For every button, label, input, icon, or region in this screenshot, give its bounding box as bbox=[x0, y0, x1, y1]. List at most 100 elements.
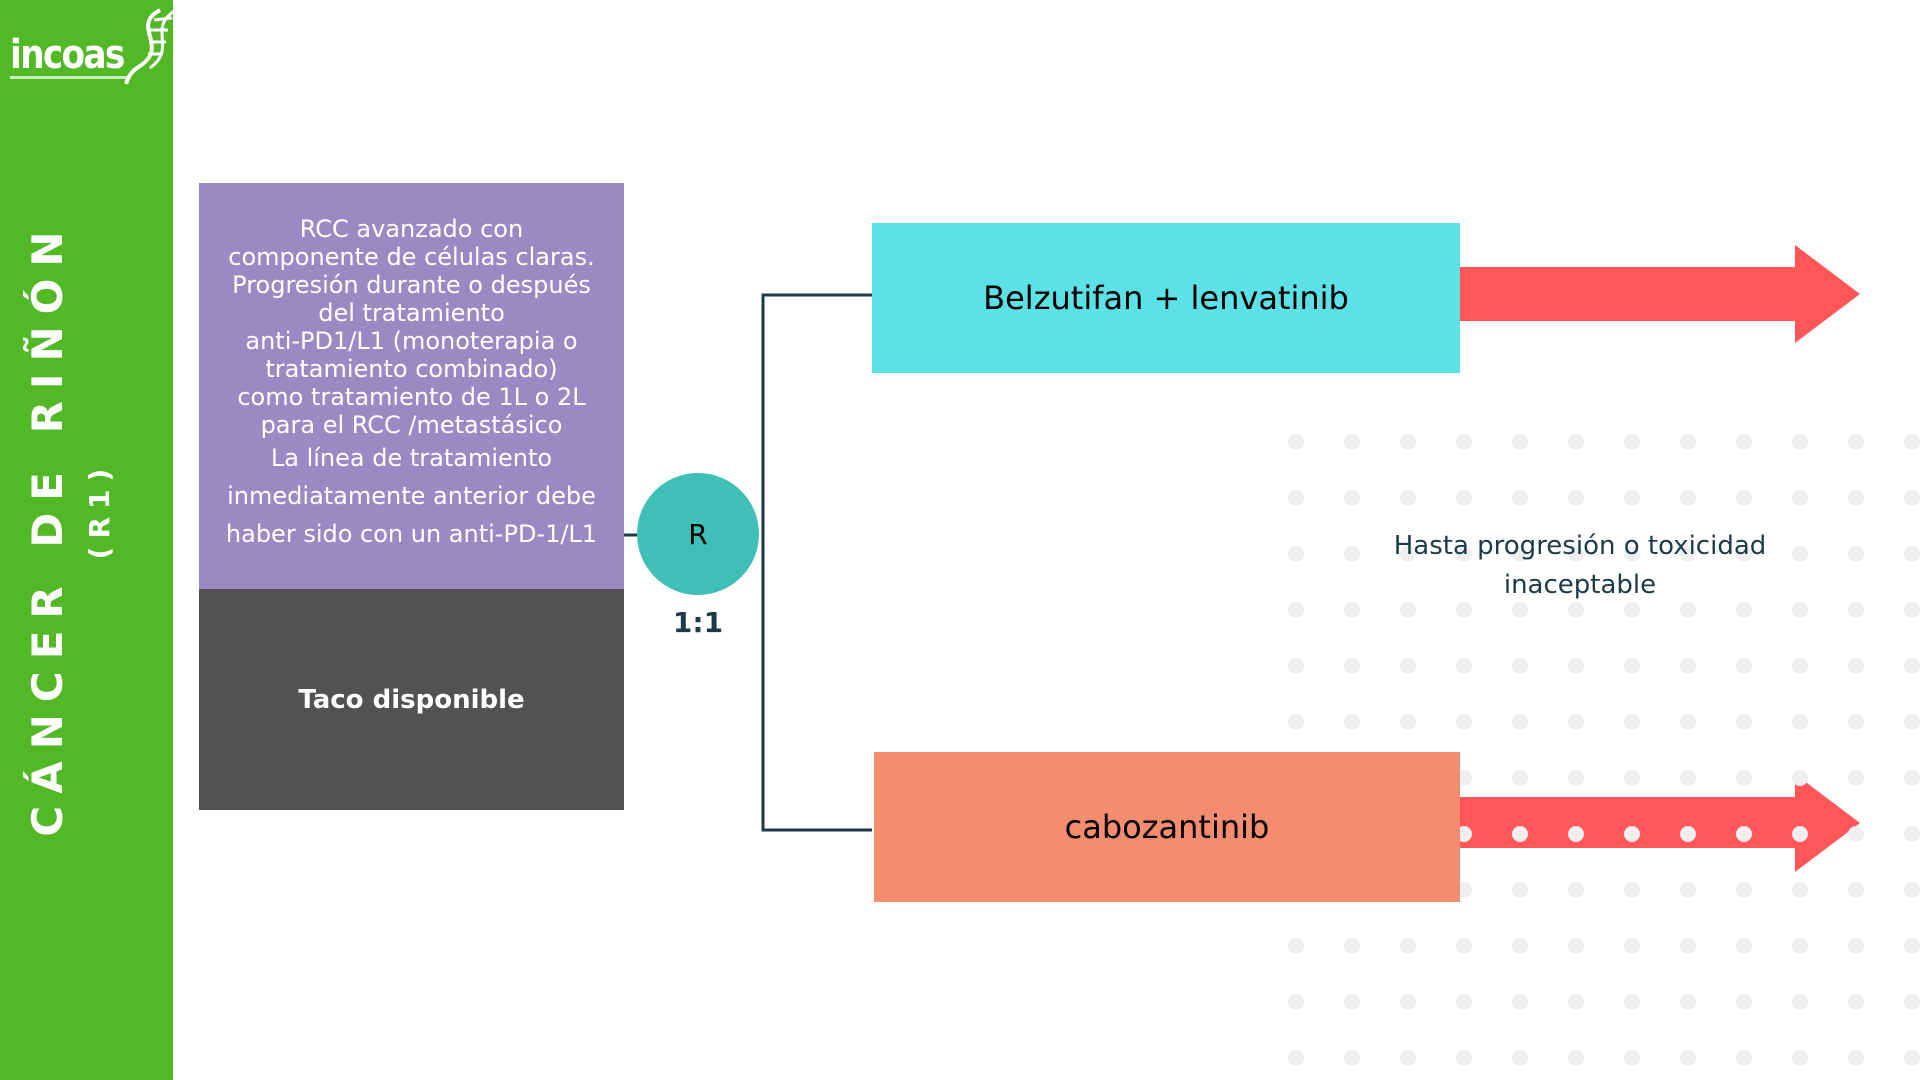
decorative-dot bbox=[1904, 714, 1920, 730]
decorative-dot bbox=[1344, 658, 1360, 674]
decorative-dot bbox=[1568, 770, 1584, 786]
decorative-dot bbox=[1792, 826, 1808, 842]
decorative-dot bbox=[1400, 658, 1416, 674]
decorative-dot bbox=[1680, 1050, 1696, 1066]
population-criteria-line: RCC avanzado con bbox=[299, 215, 524, 243]
population-criteria-line: Progresión durante o después bbox=[232, 271, 591, 299]
decorative-dot bbox=[1680, 714, 1696, 730]
decorative-dot bbox=[1624, 658, 1640, 674]
decorative-dot bbox=[1456, 490, 1472, 506]
decorative-dot bbox=[1400, 546, 1416, 562]
connector-branch bbox=[761, 293, 872, 832]
decorative-dot bbox=[1904, 938, 1920, 954]
decorative-dot bbox=[1288, 546, 1304, 562]
decorative-dot bbox=[1568, 826, 1584, 842]
decorative-dot bbox=[1344, 546, 1360, 562]
decorative-dot bbox=[1624, 938, 1640, 954]
decorative-dot bbox=[1512, 994, 1528, 1010]
decorative-dot bbox=[1288, 658, 1304, 674]
logo-tagline-bar bbox=[10, 76, 128, 79]
decorative-dot bbox=[1792, 490, 1808, 506]
decorative-dot bbox=[1792, 1050, 1808, 1066]
decorative-dot bbox=[1456, 882, 1472, 898]
decorative-dot bbox=[1624, 490, 1640, 506]
decorative-dot bbox=[1512, 770, 1528, 786]
decorative-dot bbox=[1568, 994, 1584, 1010]
sidebar: incoas CÁNCER DE RIÑÓN (R1) bbox=[0, 0, 177, 1080]
decorative-dot bbox=[1624, 770, 1640, 786]
decorative-dot bbox=[1400, 602, 1416, 618]
decorative-dot bbox=[1792, 714, 1808, 730]
population-criteria-line: anti-PD1/L1 (monoterapia o bbox=[245, 327, 578, 355]
decorative-dot bbox=[1792, 658, 1808, 674]
decorative-dot bbox=[1624, 602, 1640, 618]
decorative-dot bbox=[1904, 1050, 1920, 1066]
decorative-dot bbox=[1512, 826, 1528, 842]
decorative-dot bbox=[1568, 714, 1584, 730]
decorative-dot bbox=[1624, 434, 1640, 450]
decorative-dot bbox=[1904, 994, 1920, 1010]
arm-b-label: cabozantinib bbox=[1064, 808, 1270, 846]
decorative-dot bbox=[1512, 658, 1528, 674]
decorative-dot bbox=[1792, 882, 1808, 898]
decorative-dot bbox=[1456, 602, 1472, 618]
decorative-dot bbox=[1624, 882, 1640, 898]
decorative-dot bbox=[1288, 938, 1304, 954]
decorative-dot bbox=[1736, 658, 1752, 674]
arm-a-label: Belzutifan + lenvatinib bbox=[983, 279, 1349, 317]
decorative-dot bbox=[1512, 882, 1528, 898]
decorative-dot bbox=[1680, 826, 1696, 842]
decorative-dot bbox=[1344, 938, 1360, 954]
decorative-dot bbox=[1624, 826, 1640, 842]
decorative-dot bbox=[1344, 994, 1360, 1010]
decorative-dot bbox=[1512, 546, 1528, 562]
decorative-dot bbox=[1456, 770, 1472, 786]
decorative-dot bbox=[1568, 546, 1584, 562]
decorative-dot bbox=[1736, 490, 1752, 506]
decorative-dot bbox=[1400, 1050, 1416, 1066]
decorative-dot bbox=[1680, 994, 1696, 1010]
decorative-dot bbox=[1848, 490, 1864, 506]
incoas-logo: incoas bbox=[8, 6, 177, 86]
decorative-dot bbox=[1792, 770, 1808, 786]
decorative-dot bbox=[1736, 602, 1752, 618]
logo-text: incoas bbox=[10, 32, 125, 78]
decorative-dot bbox=[1344, 714, 1360, 730]
decorative-dot bbox=[1792, 434, 1808, 450]
arrow-arm-a bbox=[1460, 245, 1860, 343]
decorative-dot bbox=[1680, 658, 1696, 674]
arm-belzutifan-lenvatinib: Belzutifan + lenvatinib bbox=[872, 223, 1460, 373]
decorative-dot bbox=[1400, 434, 1416, 450]
decorative-dot bbox=[1792, 546, 1808, 562]
population-prior-line: La línea de tratamiento bbox=[270, 444, 553, 472]
decorative-dot bbox=[1736, 546, 1752, 562]
decorative-dot bbox=[1288, 490, 1304, 506]
arm-cabozantinib: cabozantinib bbox=[874, 752, 1460, 902]
decorative-dot bbox=[1736, 882, 1752, 898]
decorative-dot bbox=[1792, 602, 1808, 618]
decorative-dot bbox=[1456, 994, 1472, 1010]
decorative-dot bbox=[1904, 490, 1920, 506]
decorative-dot bbox=[1568, 490, 1584, 506]
decorative-dot bbox=[1680, 490, 1696, 506]
decorative-dot bbox=[1680, 882, 1696, 898]
decorative-dot bbox=[1680, 938, 1696, 954]
decorative-dot bbox=[1848, 938, 1864, 954]
decorative-dot bbox=[1792, 938, 1808, 954]
decorative-dot bbox=[1848, 434, 1864, 450]
decorative-dot bbox=[1512, 490, 1528, 506]
decorative-dot bbox=[1736, 938, 1752, 954]
population-criteria-line: del tratamiento bbox=[318, 299, 505, 327]
decorative-dot bbox=[1848, 882, 1864, 898]
randomization-ratio: 1:1 bbox=[672, 606, 724, 639]
decorative-dot bbox=[1736, 994, 1752, 1010]
decorative-dot bbox=[1400, 938, 1416, 954]
decorative-dot bbox=[1512, 938, 1528, 954]
decorative-dot bbox=[1904, 826, 1920, 842]
population-criteria-line: tratamiento combinado) bbox=[265, 355, 558, 383]
decorative-dot bbox=[1904, 434, 1920, 450]
decorative-dot bbox=[1680, 546, 1696, 562]
decorative-dot bbox=[1568, 882, 1584, 898]
decorative-dot bbox=[1456, 826, 1472, 842]
